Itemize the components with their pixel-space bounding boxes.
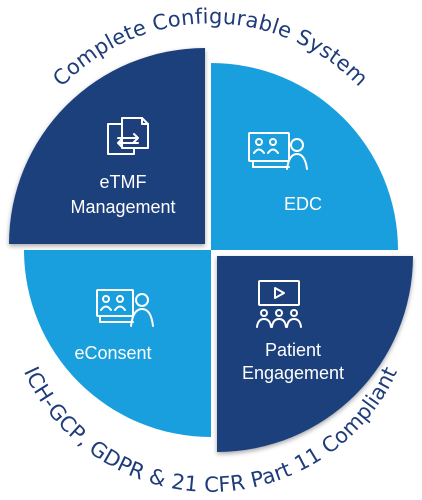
presentation-audience-icon (256, 280, 302, 328)
patient-label-line1: Patient (265, 340, 321, 360)
quadrant-edc (211, 63, 398, 250)
econsent-label: eConsent (74, 343, 151, 363)
quadrant-econsent (24, 250, 211, 437)
patient-label-line2: Engagement (242, 363, 344, 383)
document-transfer-icon (107, 117, 149, 155)
etmf-label-line2: Management (70, 197, 175, 217)
video-call-icon (96, 289, 154, 327)
top-arc-text: Complete Configurable System (48, 4, 372, 91)
edc-label: EDC (284, 194, 322, 214)
video-conference-icon (248, 132, 308, 170)
etmf-label-line1: eTMF (100, 172, 147, 192)
